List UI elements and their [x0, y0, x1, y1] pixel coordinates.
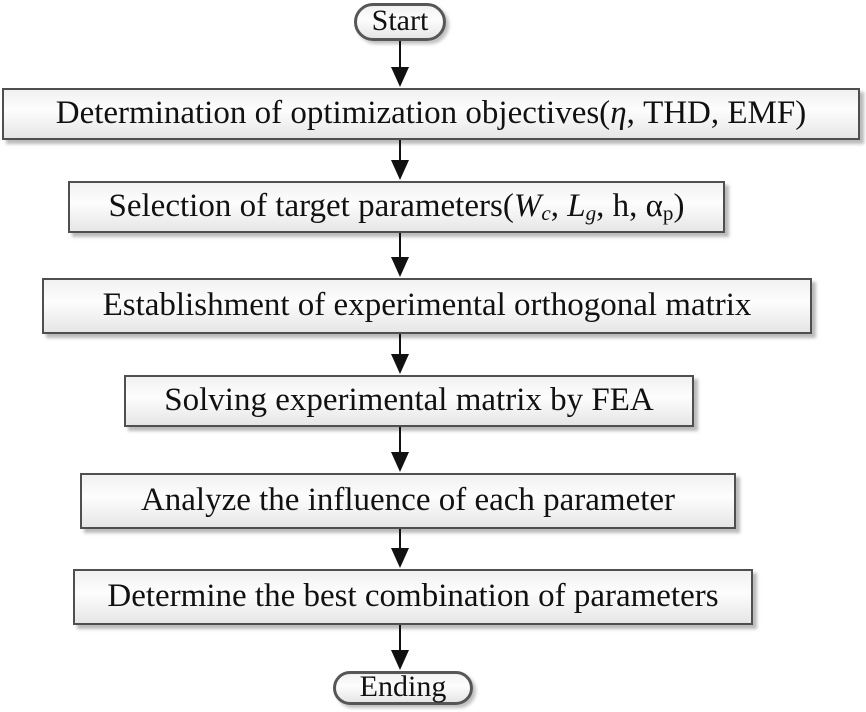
step6-label: Determine the best combination of parame…	[107, 577, 719, 614]
arrow-head-icon	[391, 354, 409, 374]
step1-label: Determination of optimization objectives…	[55, 94, 807, 131]
arrow-shaft	[399, 625, 401, 654]
arrow-shaft	[399, 233, 401, 261]
arrow-shaft	[399, 529, 401, 552]
start-label: Start	[371, 4, 429, 37]
arrow-head-icon	[391, 650, 409, 670]
step2-label: Selection of target parameters(Wc, Lg, h…	[108, 187, 685, 226]
arrow-shaft	[399, 41, 401, 71]
arrow-head-icon	[391, 160, 409, 180]
flow-node-step3: Establishment of experimental orthogonal…	[42, 278, 812, 334]
flow-node-step2: Selection of target parameters(Wc, Lg, h…	[68, 181, 725, 233]
arrow-head-icon	[391, 452, 409, 472]
flow-arrow-step3-to-step4	[391, 334, 409, 374]
flow-arrow-start-to-step1	[391, 41, 409, 87]
step4-label: Solving experimental matrix by FEA	[164, 381, 654, 418]
arrow-shaft	[399, 427, 401, 456]
step3-label: Establishment of experimental orthogonal…	[102, 286, 752, 323]
flow-node-start: Start	[354, 3, 446, 41]
arrow-head-icon	[391, 257, 409, 277]
arrow-head-icon	[391, 548, 409, 568]
flow-arrow-step1-to-step2	[391, 140, 409, 180]
arrow-head-icon	[391, 67, 409, 87]
flow-arrow-step2-to-step3	[391, 233, 409, 277]
arrow-shaft	[399, 140, 401, 164]
step5-label: Analyze the influence of each parameter	[140, 481, 676, 518]
flow-node-step4: Solving experimental matrix by FEA	[124, 375, 694, 427]
flow-node-step1: Determination of optimization objectives…	[2, 88, 860, 140]
end-label: Ending	[359, 670, 447, 703]
flow-node-step5: Analyze the influence of each parameter	[80, 473, 736, 529]
flow-node-step6: Determine the best combination of parame…	[73, 569, 753, 625]
flow-arrow-step5-to-step6	[391, 529, 409, 568]
arrow-shaft	[399, 334, 401, 358]
flow-arrow-step4-to-step5	[391, 427, 409, 472]
flow-node-end: Ending	[333, 671, 473, 705]
flow-arrow-step6-to-end	[391, 625, 409, 670]
